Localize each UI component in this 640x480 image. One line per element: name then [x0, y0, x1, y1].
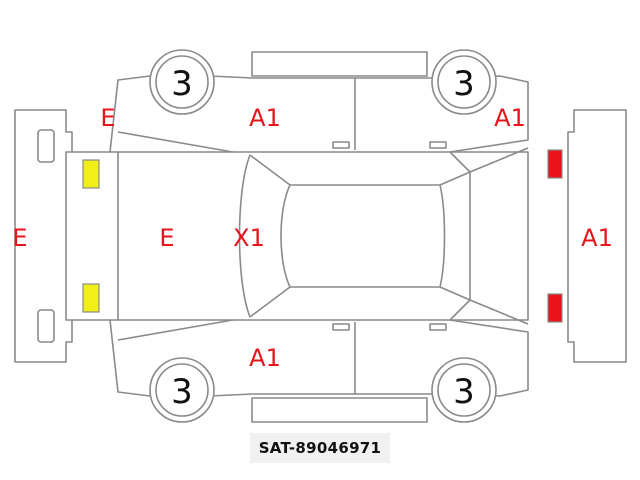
- mark-front-left-fender: E: [100, 104, 115, 132]
- mark-rear-bumper: A1: [581, 224, 613, 252]
- stock-number-box: [250, 433, 390, 463]
- tire-condition-label: 3: [453, 64, 475, 104]
- rear-right-lamp: [547, 293, 563, 323]
- car-body-top-view: [65, 147, 529, 325]
- tire-condition-label: 3: [171, 64, 193, 104]
- mark-hood: E: [159, 224, 174, 252]
- tire-condition-label: 3: [453, 372, 475, 412]
- tire-bottom-right: 3: [431, 357, 497, 423]
- mark-front-bumper: E: [12, 224, 27, 252]
- stock-number: SAT-89046971: [258, 439, 382, 457]
- tire-top-right: 3: [431, 49, 497, 115]
- mark-windshield: X1: [233, 224, 265, 252]
- mark-rear-left-quarter: A1: [494, 104, 526, 132]
- tire-condition-label: 3: [171, 372, 193, 412]
- left-side-panel: [109, 51, 529, 156]
- mark-front-right-door: A1: [249, 344, 281, 372]
- front-right-lamp: [82, 283, 100, 313]
- front-bumper: [14, 109, 73, 363]
- rear-left-lamp: [547, 149, 563, 179]
- tire-top-left: 3: [149, 49, 215, 115]
- rear-bumper: [567, 109, 627, 363]
- tire-bottom-left: 3: [149, 357, 215, 423]
- right-side-panel: [109, 316, 529, 423]
- front-left-lamp: [82, 159, 100, 189]
- mark-front-left-door: A1: [249, 104, 281, 132]
